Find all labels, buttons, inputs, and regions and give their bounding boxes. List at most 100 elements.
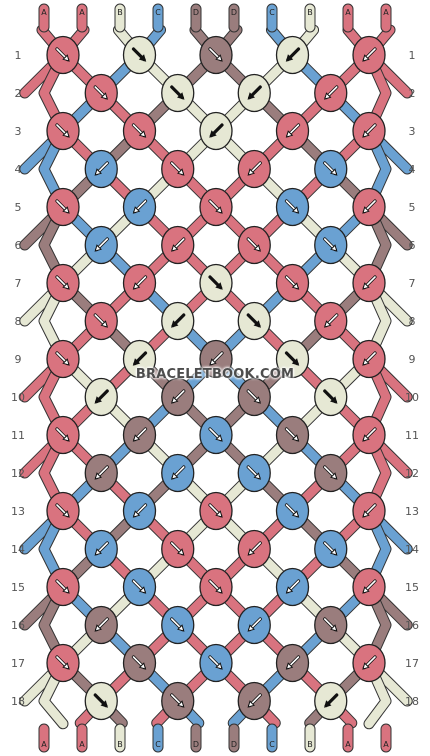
knot bbox=[161, 681, 195, 721]
string-tab-top: B bbox=[114, 3, 126, 33]
arrow-head bbox=[362, 586, 370, 594]
arrow-head bbox=[247, 624, 255, 632]
arrow-head bbox=[132, 358, 141, 366]
arrow-head bbox=[215, 206, 223, 214]
arrow-down-left-icon bbox=[94, 465, 109, 480]
string-label-top: C bbox=[155, 8, 161, 17]
knot bbox=[122, 187, 157, 227]
string-tab-bottom: C bbox=[266, 723, 278, 753]
knot bbox=[352, 339, 386, 379]
arrow-down-right-icon bbox=[131, 655, 147, 670]
string-tab-bottom: A bbox=[380, 723, 392, 753]
arrow-head bbox=[138, 130, 147, 138]
arrow-down-left-icon bbox=[285, 579, 301, 594]
row-number-left: 4 bbox=[15, 163, 22, 176]
knot bbox=[84, 529, 118, 569]
arrow-down-left-icon bbox=[362, 275, 377, 290]
row-number-left: 6 bbox=[15, 239, 22, 252]
arrow-head bbox=[330, 624, 338, 632]
arrow-down-left-icon bbox=[171, 389, 186, 404]
knot bbox=[275, 35, 310, 75]
arrow-down-right-icon bbox=[208, 655, 223, 670]
arrow-head bbox=[330, 548, 338, 556]
string-tab-shape bbox=[38, 723, 50, 753]
arrow-head bbox=[94, 244, 102, 252]
knot bbox=[314, 377, 348, 417]
arrow-head bbox=[177, 624, 185, 632]
arrow-down-right-icon bbox=[55, 199, 70, 214]
knot bbox=[84, 605, 118, 645]
arrow-down-right-icon bbox=[131, 47, 147, 62]
arrow-down-right-icon bbox=[208, 47, 223, 62]
knot bbox=[237, 377, 271, 417]
string-label-top: A bbox=[383, 8, 389, 17]
row-number-right: 14 bbox=[405, 543, 419, 556]
knot bbox=[46, 263, 80, 303]
string-tab-shape bbox=[380, 3, 392, 33]
arrow-down-left-icon bbox=[94, 389, 109, 404]
arrow-down-left-icon bbox=[94, 617, 109, 632]
arrow-head bbox=[285, 54, 294, 62]
row-number-right: 15 bbox=[405, 581, 419, 594]
string-label-top: D bbox=[193, 8, 199, 17]
arrow-down-right-icon bbox=[323, 617, 338, 632]
arrow-head bbox=[362, 206, 370, 214]
row-number-left: 2 bbox=[15, 87, 22, 100]
knot bbox=[122, 643, 157, 683]
knot bbox=[237, 301, 271, 341]
arrow-down-right-icon bbox=[93, 85, 108, 100]
string-label-bottom: C bbox=[155, 740, 161, 749]
arrow-down-left-icon bbox=[209, 351, 224, 366]
arrow-down-left-icon bbox=[171, 465, 186, 480]
string-label-top: A bbox=[345, 8, 351, 17]
string-label-bottom: A bbox=[41, 740, 47, 749]
arrow-down-right-icon bbox=[323, 237, 338, 252]
arrow-down-left-icon bbox=[209, 123, 224, 138]
arrow-head bbox=[138, 586, 147, 594]
arrow-head bbox=[100, 700, 108, 708]
string-tab-top: A bbox=[380, 3, 392, 33]
arrow-head bbox=[62, 130, 70, 138]
string-tab-shape bbox=[114, 3, 126, 33]
knot bbox=[352, 491, 386, 531]
arrow-head bbox=[94, 548, 102, 556]
arrow-head bbox=[247, 92, 255, 100]
arrow-head bbox=[132, 206, 141, 214]
arrow-head bbox=[285, 586, 294, 594]
string-tab-shape bbox=[38, 3, 50, 33]
string-tab-bottom: B bbox=[304, 723, 316, 753]
arrow-head bbox=[171, 396, 179, 404]
row-number-right: 2 bbox=[409, 87, 416, 100]
string-tab-shape bbox=[304, 3, 316, 33]
arrow-head bbox=[215, 54, 223, 62]
knot bbox=[84, 149, 118, 189]
string-label-bottom: A bbox=[383, 740, 389, 749]
arrow-down-left-icon bbox=[247, 617, 262, 632]
row-number-left: 9 bbox=[15, 353, 22, 366]
arrow-head bbox=[94, 396, 102, 404]
arrow-down-right-icon bbox=[170, 541, 185, 556]
string-tab-shape bbox=[76, 723, 88, 753]
arrow-head bbox=[330, 168, 338, 176]
arrow-head bbox=[215, 662, 223, 670]
arrow-head bbox=[285, 662, 294, 670]
string-label-top: A bbox=[41, 8, 47, 17]
knot bbox=[122, 111, 157, 151]
row-number-left: 10 bbox=[11, 391, 25, 404]
row-number-left: 16 bbox=[11, 619, 25, 632]
arrow-head bbox=[330, 472, 338, 480]
knot bbox=[161, 225, 195, 265]
arrow-head bbox=[132, 282, 141, 290]
knot bbox=[352, 187, 386, 227]
arrow-down-left-icon bbox=[362, 579, 377, 594]
string-label-top: C bbox=[269, 8, 275, 17]
string-label-top: B bbox=[307, 8, 313, 17]
knot-layer bbox=[46, 35, 386, 721]
knot bbox=[161, 605, 195, 645]
arrow-down-right-icon bbox=[55, 503, 70, 518]
knot bbox=[84, 225, 118, 265]
string-tab-bottom: D bbox=[228, 723, 240, 753]
knot bbox=[122, 35, 157, 75]
string-tab-bottom: A bbox=[342, 723, 354, 753]
